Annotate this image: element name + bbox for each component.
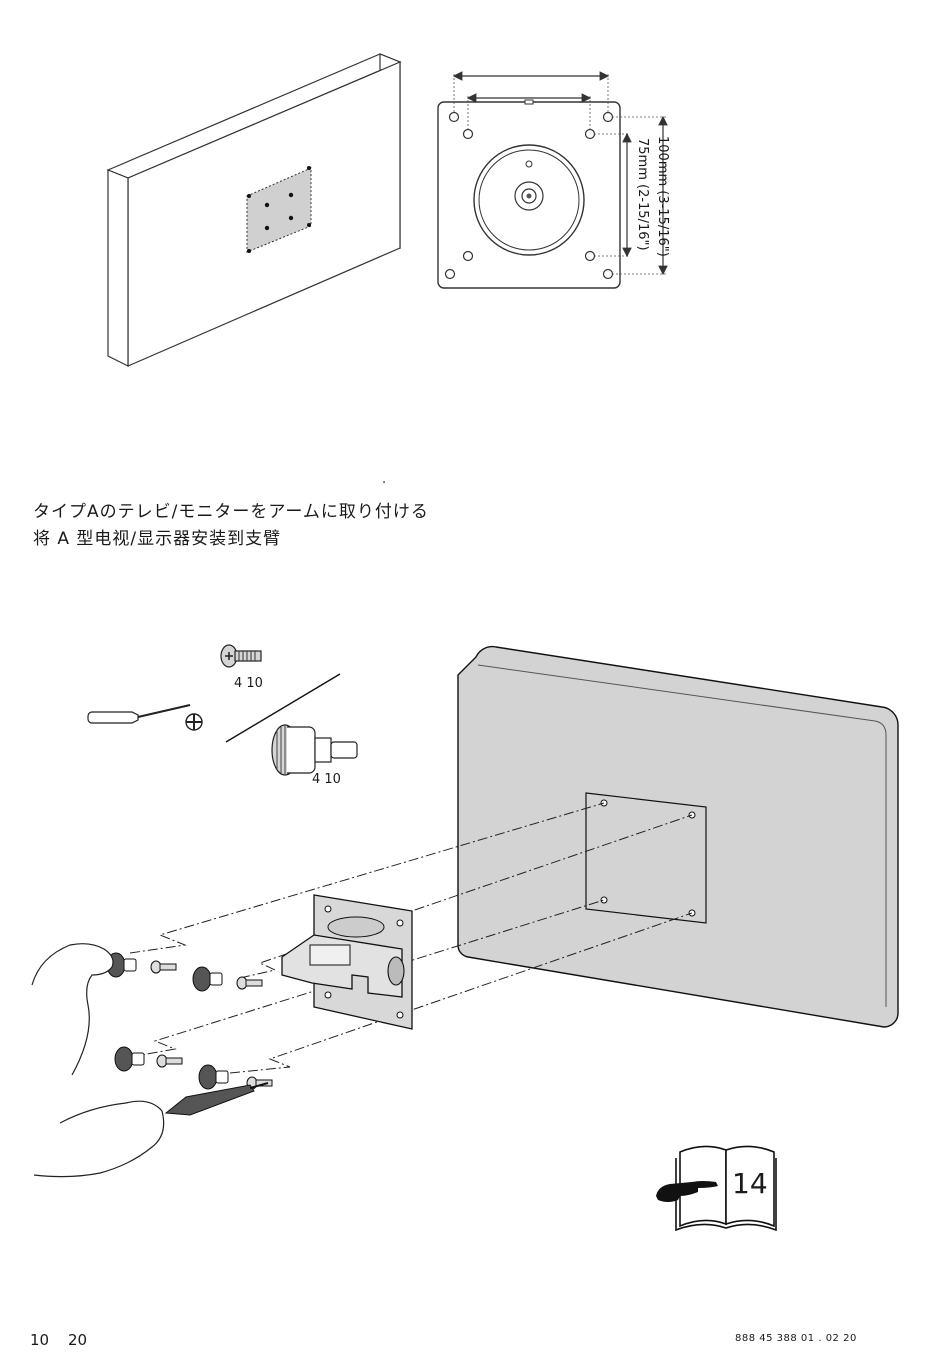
footer-left-b: 20: [68, 1331, 87, 1349]
heading-japanese: タイプAのテレビ/モニターをアームに取り付ける: [33, 497, 429, 522]
vesa-plate-diagram: [430, 60, 690, 300]
footer-left-a: 10: [30, 1331, 49, 1349]
monitor-assembly-diagram: [30, 645, 910, 1190]
monitor-back-diagram: [100, 50, 410, 370]
footer-document-code: 888 45 388 01 . 02 20: [735, 1333, 857, 1344]
dimension-75mm-label: 75mm (2-15/16"): [635, 138, 650, 251]
dimension-100mm-label: 100mm (3-15/16"): [655, 136, 670, 257]
heading-chinese: 将 A 型电视/显示器安装到支臂: [33, 524, 281, 549]
book-page-number: 14: [732, 1167, 768, 1200]
stray-dot: .: [382, 472, 386, 487]
